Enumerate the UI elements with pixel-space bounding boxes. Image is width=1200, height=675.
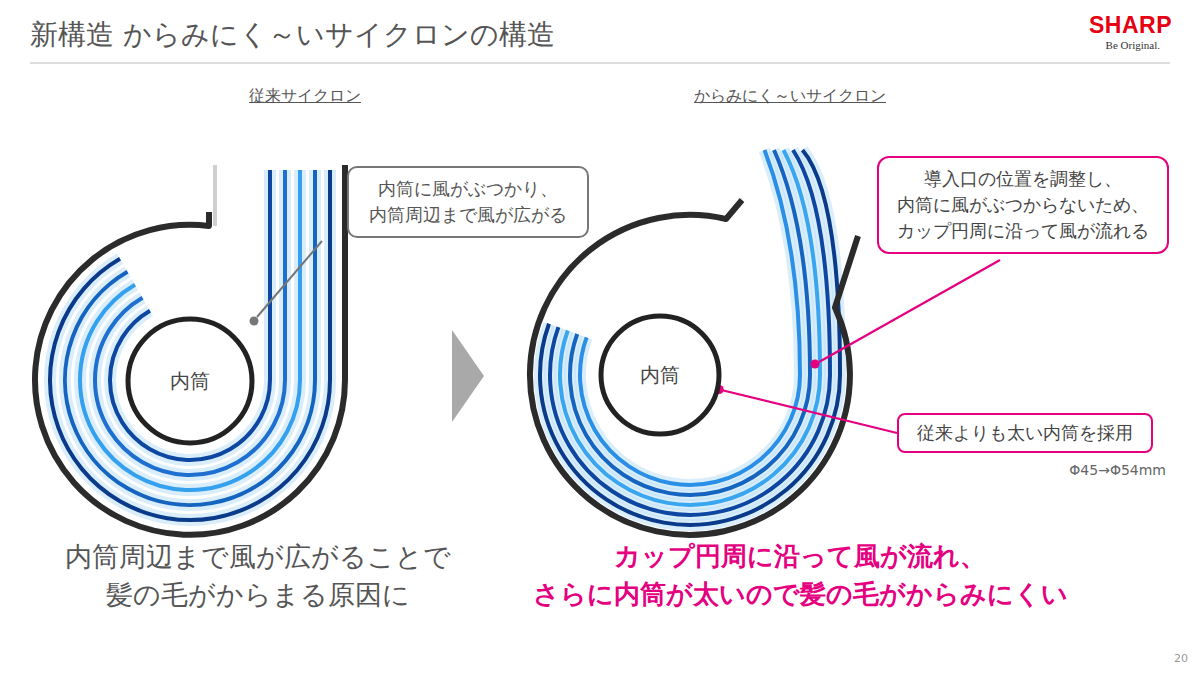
inlet-wall [213, 165, 217, 226]
cup-wall [35, 165, 345, 535]
cup-wall [530, 200, 858, 535]
airflow-line [570, 150, 810, 495]
airflow-glow [80, 170, 300, 490]
callout-box: 導入口の位置を調整し、 内筒に風がぶつからないため、 カップ円周に沿って風が流れ… [877, 156, 1169, 254]
node-text: 導入口の位置を調整し、 内筒に風がぶつからないため、 カップ円周に沿って風が流れ… [897, 166, 1149, 244]
airflow-glow [570, 150, 810, 495]
airflow-line [110, 170, 270, 460]
node-text: 内筒に風がぶつかり、 内筒周辺まで風が広がる [369, 176, 567, 228]
leader-line [257, 241, 322, 317]
airflow-line [95, 170, 285, 475]
node-text: 内筒 [170, 368, 210, 395]
brand-slogan: Be Original. [1106, 39, 1160, 51]
airflow-glow [550, 150, 830, 515]
callout-box: 従来よりも太い内筒を採用 [897, 413, 1153, 453]
airflow-glow [580, 150, 800, 485]
dimension: Φ45→Φ54mm [1069, 462, 1166, 478]
section-heading: 従来サイクロン [249, 86, 361, 107]
leader-connector [715, 385, 897, 433]
airflow-glow [110, 170, 270, 460]
arrow-chevron [452, 330, 484, 422]
inner-tube: 内筒 [598, 313, 722, 437]
node-text: 従来よりも太い内筒を採用 [917, 421, 1133, 445]
brand-logo: SHARP [1089, 12, 1172, 39]
airflow-line [560, 150, 820, 505]
page-number: 20 [1174, 652, 1188, 665]
section-heading: からみにく～いサイクロン [694, 86, 886, 107]
summary-text: 内筒周辺まで風が広がることで 髪の毛がからまる原因に [65, 538, 451, 615]
airflow-glow [560, 150, 820, 505]
node-text: 内筒 [640, 362, 680, 389]
slide-title: 新構造 からみにく～いサイクロンの構造 [30, 16, 555, 54]
leader-dot [250, 317, 259, 326]
title-rule [30, 62, 1170, 64]
inner-tube: 内筒 [125, 316, 255, 446]
callout-box: 内筒に風がぶつかり、 内筒周辺まで風が広がる [347, 166, 589, 238]
leader-dot [811, 360, 820, 369]
connector-line [719, 390, 897, 433]
airflow-line [580, 150, 800, 485]
airflow-line [550, 150, 830, 515]
tube-circle [601, 316, 719, 434]
tube-circle [128, 319, 252, 443]
leader-line [819, 260, 1000, 362]
airflow-line [80, 170, 300, 490]
airflow-line [65, 170, 315, 505]
summary-text: カップ円周に沿って風が流れ、 さらに内筒が太いので髪の毛がからみにくい [533, 538, 1068, 613]
airflow-glow [95, 170, 285, 475]
airflow-glow [65, 170, 315, 505]
